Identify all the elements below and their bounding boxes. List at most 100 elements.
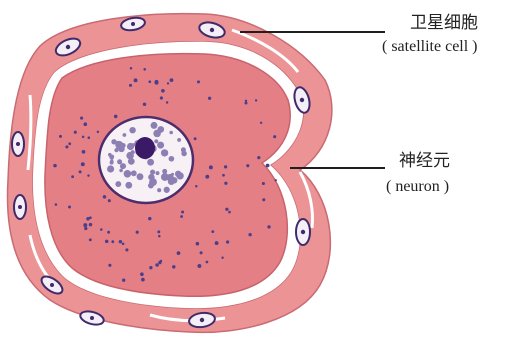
nissl-granule [262, 182, 265, 185]
nissl-granule [170, 78, 174, 82]
nissl-granule [181, 210, 184, 213]
nissl-granule [208, 97, 211, 100]
chromatin-clump [118, 146, 125, 153]
nissl-granule [65, 145, 68, 148]
nissl-granule [111, 240, 114, 243]
nissl-granule [155, 263, 159, 267]
nissl-granule [141, 278, 145, 282]
nissl-granule [148, 217, 151, 220]
nissl-granule [86, 217, 90, 221]
nissl-granule [160, 96, 163, 99]
chromatin-clump [125, 182, 132, 189]
chromatin-clump [108, 153, 112, 157]
nissl-granule [108, 264, 111, 267]
nissl-granule [140, 272, 144, 276]
chromatin-clump [147, 159, 154, 166]
chromatin-clump [126, 152, 134, 160]
nissl-granule [143, 103, 146, 106]
nissl-granule [136, 231, 139, 234]
nissl-granule [83, 223, 87, 227]
nissl-granule [274, 179, 276, 181]
nissl-granule [83, 122, 87, 126]
nissl-granule [266, 164, 270, 168]
neuron-label-en: ( neuron ) [386, 178, 449, 196]
chromatin-clump [169, 131, 173, 135]
chromatin-clump [131, 170, 137, 176]
chromatin-clump [157, 188, 161, 192]
nissl-granule [248, 233, 251, 236]
nissl-granule [273, 135, 276, 138]
nissl-granule [108, 199, 111, 202]
chromatin-clump [110, 159, 113, 162]
nissl-granule [211, 230, 214, 233]
chromatin-clump [117, 159, 122, 164]
nissl-granule [166, 101, 168, 103]
nissl-granule [125, 248, 128, 251]
nissl-granule [206, 261, 209, 264]
nissl-granule [84, 227, 87, 230]
nissl-granule [260, 122, 262, 124]
nissl-granule [245, 102, 248, 105]
chromatin-clump [157, 142, 164, 149]
satellite-cell-label-en: ( satellite cell ) [382, 38, 478, 56]
nissl-granule [267, 225, 270, 228]
nissl-granule [221, 256, 223, 258]
nissl-granule [167, 82, 169, 84]
chromatin-clump [154, 139, 158, 143]
nissl-granule [177, 251, 181, 255]
nissl-granule [172, 265, 175, 268]
satellite-cell-label-zh: 卫星细胞 [410, 8, 478, 33]
nissl-granule [114, 115, 118, 119]
nissl-granule [97, 131, 99, 133]
chromatin-clump [137, 173, 144, 180]
nissl-granule [88, 136, 91, 139]
neuron-label-zh: 神经元 [399, 146, 450, 171]
nissl-granule [80, 117, 83, 120]
nissl-granule [119, 240, 122, 243]
nissl-granule [180, 215, 183, 218]
nissl-granule [55, 203, 58, 206]
nissl-granule [82, 136, 85, 139]
nissl-granule [225, 208, 228, 211]
nissl-granule [157, 230, 160, 233]
chromatin-clump [124, 170, 132, 178]
chromatin-clump [181, 147, 186, 152]
nissl-granule [89, 223, 93, 227]
nissl-granule [71, 175, 74, 178]
nissl-granule [197, 264, 201, 268]
chromatin-clump [129, 127, 135, 133]
nissl-granule [194, 137, 197, 140]
nissl-granule [53, 164, 57, 168]
nissl-granule [148, 80, 151, 83]
chromatin-clump [150, 170, 155, 175]
nissl-granule [160, 260, 163, 263]
nissl-granule [224, 165, 227, 168]
nissl-granule [226, 240, 229, 243]
nissl-granule [74, 131, 77, 134]
nissl-granule [129, 84, 132, 87]
chromatin-clump [169, 156, 175, 162]
nissl-granule [130, 67, 133, 70]
nissl-granule [68, 206, 71, 209]
chromatin-clump [123, 133, 127, 137]
chromatin-clump [177, 138, 181, 142]
chromatin-clump [115, 181, 121, 187]
nissl-granule [161, 89, 165, 93]
nissl-granule [200, 251, 203, 254]
chromatin-clump [156, 171, 160, 175]
chromatin-clump [161, 149, 168, 156]
nissl-granule [135, 79, 138, 82]
neuron-nucleus [99, 117, 193, 203]
nissl-granule [103, 195, 106, 198]
nissl-granule [122, 279, 125, 282]
nissl-granule [59, 135, 62, 138]
nissl-granule [257, 156, 260, 159]
chromatin-clump [157, 126, 164, 133]
nissl-granule [149, 266, 152, 269]
nissl-granule [262, 198, 265, 201]
nucleolus [135, 137, 155, 159]
nissl-granule [158, 235, 161, 238]
nissl-granule [255, 99, 257, 101]
chromatin-clump [171, 173, 174, 176]
nissl-granule [196, 242, 200, 246]
